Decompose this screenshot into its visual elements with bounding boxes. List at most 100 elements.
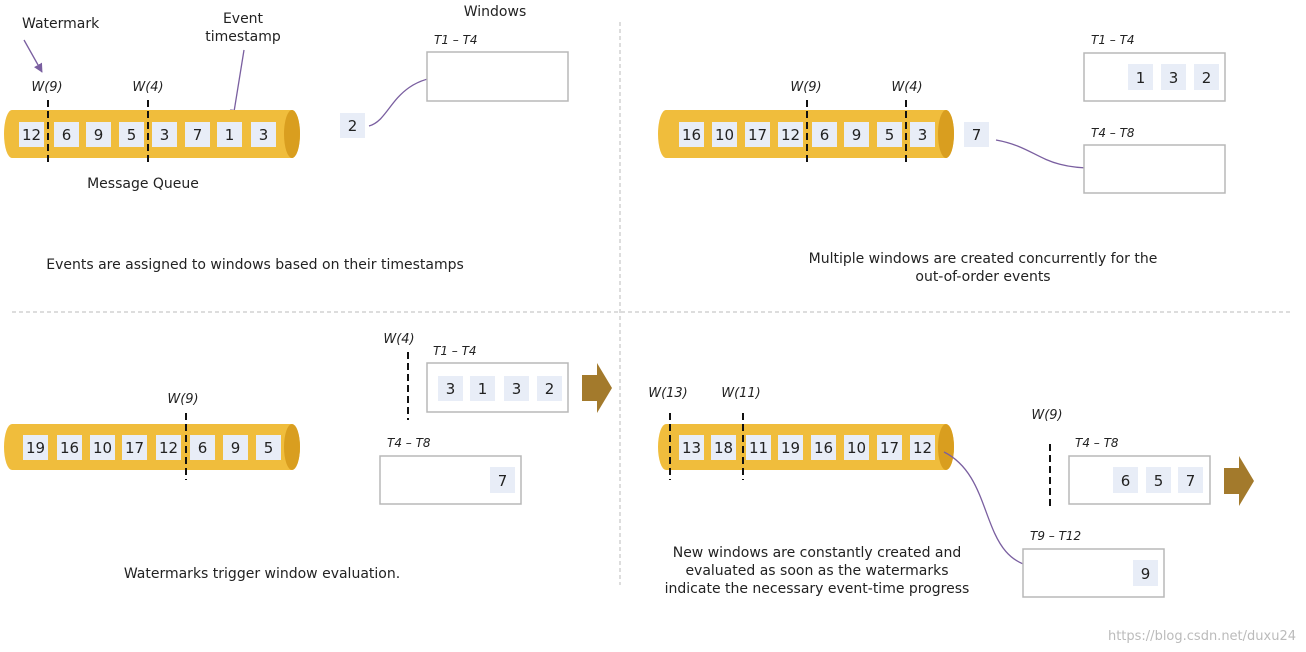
q3-event-1: 16: [57, 435, 82, 460]
q3-window-0: T1 – T4 3 1 3 2: [426, 344, 569, 413]
q4-event-6-value: 17: [880, 439, 899, 457]
q3-queue-tube: [4, 424, 300, 470]
q3-event-4: 12: [156, 435, 181, 460]
q4-window-0-event-1: 5: [1146, 467, 1171, 493]
q3-window-0-event-3-value: 2: [545, 380, 555, 398]
q2-event-4-value: 6: [820, 126, 830, 144]
q4-window-0-event-2-box: [1178, 467, 1203, 493]
q3-event-2: 10: [90, 435, 115, 460]
q4-event-2-box: [746, 435, 771, 460]
q3-window-0-event-0-box: [438, 376, 463, 401]
q3-window-0-event-0-value: 3: [446, 380, 456, 398]
q1-event-4: 3: [152, 122, 177, 147]
q1-event-5: 7: [185, 122, 210, 147]
q2-event-3-box: [778, 122, 803, 147]
q3-window-0-event-3: 2: [537, 376, 562, 401]
q4-event-7: 12: [910, 435, 935, 460]
q3-event-4-value: 12: [159, 439, 178, 457]
q4-event-4-value: 16: [814, 439, 833, 457]
q2-event-3-value: 12: [781, 126, 800, 144]
q2-incoming-event-value: 7: [972, 126, 982, 144]
q2-event-2-box: [745, 122, 770, 147]
q4-side-watermark-label: W(9): [1031, 408, 1062, 423]
q2-event-6: 5: [877, 122, 902, 147]
watermark-pointer-arrow: [23, 39, 43, 73]
q3-caption: Watermarks trigger window evaluation.: [124, 566, 400, 582]
q3-window-0-range: T1 – T4: [433, 344, 477, 358]
q2-queue-tube-end: [938, 110, 954, 158]
q3-window-0-event-0: 3: [438, 376, 463, 401]
q2-caption-line2: out-of-order events: [915, 269, 1050, 285]
q3-event-1-value: 16: [60, 439, 79, 457]
q2-event-5: 9: [844, 122, 869, 147]
q2-window-0-event-2: 2: [1194, 64, 1219, 90]
q4-window-0-event-1-value: 5: [1154, 472, 1164, 490]
event-timestamp-label-line1: Event: [223, 11, 264, 27]
q4-side-watermark: W(9): [1031, 408, 1063, 508]
q3-window-0-event-1: 1: [470, 376, 495, 401]
q2-window-0-event-1: 3: [1161, 64, 1186, 90]
q1-event-6-value: 1: [225, 126, 235, 144]
q4-window-1-event-0: 9: [1133, 560, 1158, 586]
q3-event-6: 9: [223, 435, 248, 460]
q4-window-0: T4 – T8 6 5 7: [1068, 436, 1211, 505]
q4-event-0-box: [679, 435, 704, 460]
q4-event-3-value: 19: [781, 439, 800, 457]
q3-event-2-value: 10: [93, 439, 112, 457]
q1-event-4-box: [152, 122, 177, 147]
q1-event-1-box: [54, 122, 79, 147]
q4-event-3-box: [778, 435, 803, 460]
q3-event-0: 19: [23, 435, 48, 460]
q3-emit-arrow: [582, 363, 612, 413]
q2-window-0-event-2-box: [1194, 64, 1219, 90]
q4-caption-line3: indicate the necessary event-time progre…: [665, 581, 970, 597]
q1-event-3-value: 5: [127, 126, 137, 144]
q1-window-box: [426, 51, 569, 102]
q2-window-0: T1 – T4 1 3 2: [1083, 33, 1226, 102]
q2-message-queue: 16 10 17 12 6 9 5 3 W(9) W(4): [658, 80, 954, 166]
q4-caption-line1: New windows are constantly created and: [673, 545, 962, 561]
q1-event-2-box: [86, 122, 111, 147]
q2-event-6-box: [877, 122, 902, 147]
q2-event-5-value: 9: [852, 126, 862, 144]
message-queue-label: Message Queue: [87, 176, 199, 192]
q2-window-0-event-0-box: [1128, 64, 1153, 90]
q2-window-0-event-0-value: 1: [1136, 69, 1146, 87]
q2-event-4-box: [812, 122, 837, 147]
q4-event-7-value: 12: [913, 439, 932, 457]
q4-window-0-event-1-box: [1146, 467, 1171, 493]
q4-event-5-box: [844, 435, 869, 460]
q2-event-6-value: 5: [885, 126, 895, 144]
q2-window-1-range: T4 – T8: [1091, 126, 1135, 140]
q1-window-range: T1 – T4: [434, 33, 478, 47]
q3-event-3-value: 17: [125, 439, 144, 457]
q3-event-0-box: [23, 435, 48, 460]
q2-window-0-event-1-box: [1161, 64, 1186, 90]
q4-event-0-value: 13: [682, 439, 701, 457]
q1-event-7: 3: [251, 122, 276, 147]
q4-window-1: T9 – T12 9: [1022, 529, 1165, 598]
q4-event-0: 13: [679, 435, 704, 460]
q4-watermark-label-1: W(11): [721, 386, 761, 401]
q1-event-4-value: 3: [160, 126, 170, 144]
q3-event-6-box: [223, 435, 248, 460]
q1-event-2-value: 9: [94, 126, 104, 144]
q4-window-0-event-0: 6: [1113, 467, 1138, 493]
q3-window-0-event-1-box: [470, 376, 495, 401]
q3-side-watermark-label: W(4): [383, 332, 414, 347]
q4-caption-line2: evaluated as soon as the watermarks: [685, 563, 948, 579]
q3-event-5-box: [190, 435, 215, 460]
q1-message-queue: 12 6 9 5 3 7 1 3 W(9) W(4): [4, 80, 300, 166]
q2-event-0-box: [679, 122, 704, 147]
q3-event-4-box: [156, 435, 181, 460]
q4-queue-tube-end: [938, 424, 954, 470]
source-credit: https://blog.csdn.net/duxu24: [1108, 629, 1296, 644]
q3-window-1-range: T4 – T8: [387, 436, 431, 450]
q4-window-0-event-2: 7: [1178, 467, 1203, 493]
q4-window-0-range: T4 – T8: [1075, 436, 1119, 450]
q2-window-0-event-0: 1: [1128, 64, 1153, 90]
q1-event-7-value: 3: [259, 126, 269, 144]
q3-queue-tube-end: [284, 424, 300, 470]
q2-event-0: 16: [679, 122, 704, 147]
